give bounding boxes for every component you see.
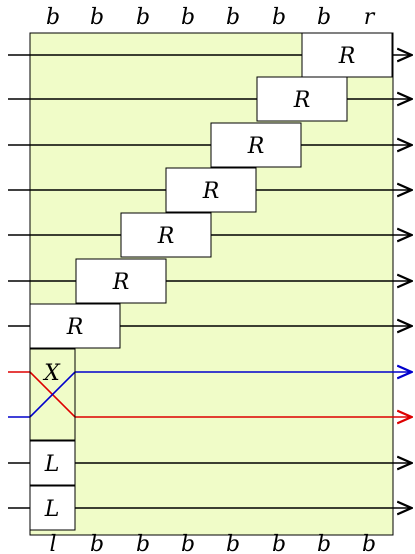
r-box-label: R bbox=[293, 88, 311, 113]
bottom-column-label: b bbox=[136, 532, 150, 554]
r-box bbox=[165, 167, 257, 213]
top-column-label: b bbox=[272, 5, 286, 30]
x-box bbox=[29, 348, 76, 441]
r-box bbox=[75, 258, 167, 304]
r-box-label: R bbox=[247, 134, 265, 159]
r-box-label: R bbox=[202, 179, 220, 204]
r-box bbox=[210, 122, 302, 168]
l-box-label: L bbox=[44, 497, 60, 522]
r-box bbox=[256, 76, 348, 122]
r-box bbox=[29, 303, 121, 349]
l-box bbox=[29, 485, 76, 531]
bottom-column-label: b bbox=[272, 532, 286, 554]
bottom-column-label: b bbox=[90, 532, 104, 554]
r-box bbox=[120, 212, 212, 258]
top-column-label: b bbox=[90, 5, 104, 30]
r-box-label: R bbox=[157, 224, 175, 249]
l-box-label: L bbox=[44, 452, 60, 477]
bottom-column-label: b bbox=[181, 532, 195, 554]
top-column-label: b bbox=[136, 5, 150, 30]
top-column-label: b bbox=[317, 5, 331, 30]
wire-blue bbox=[8, 372, 410, 418]
r-box bbox=[301, 32, 393, 78]
x-box-label: X bbox=[42, 361, 61, 386]
r-box-label: R bbox=[66, 315, 84, 340]
top-column-label: b bbox=[226, 5, 240, 30]
r-box-label: R bbox=[338, 44, 356, 69]
bottom-column-label: b bbox=[226, 532, 240, 554]
top-column-label: b bbox=[181, 5, 195, 30]
r-box-label: R bbox=[112, 270, 130, 295]
top-column-label: r bbox=[364, 5, 376, 30]
bottom-column-label: l bbox=[49, 532, 56, 554]
top-column-label: b bbox=[46, 5, 60, 30]
bottom-column-label: b bbox=[317, 532, 331, 554]
bottom-column-label: b bbox=[362, 532, 376, 554]
l-box bbox=[29, 440, 76, 486]
